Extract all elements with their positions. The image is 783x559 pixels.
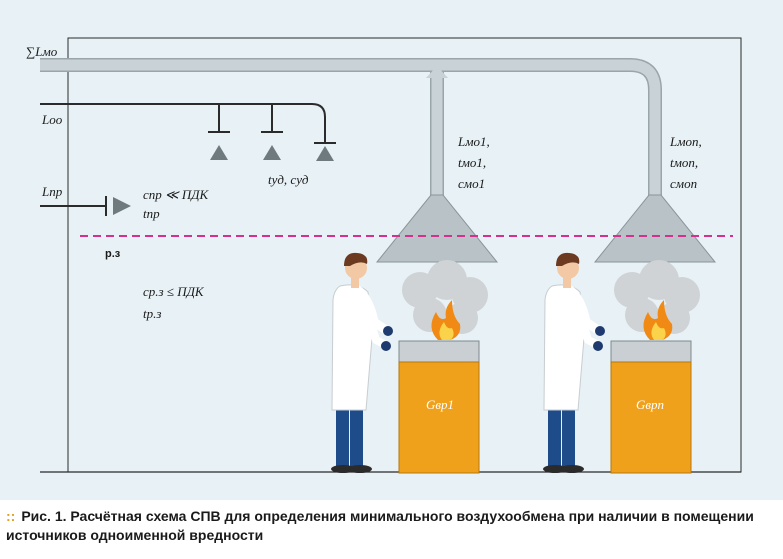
main-duct-outline xyxy=(40,58,662,195)
flame-icon xyxy=(643,300,673,340)
diffuser-3 xyxy=(316,146,334,161)
flame-icon xyxy=(431,300,461,340)
diffuser-2 xyxy=(263,145,281,160)
smoke-cloud-1 xyxy=(402,260,488,334)
caption-text: Расчётная схема СПВ для определения мини… xyxy=(6,508,754,543)
diffuser-1 xyxy=(210,145,228,160)
label-hood1-t: tмо1, xyxy=(458,155,486,170)
label-l-pr: Lпр xyxy=(41,184,63,199)
source-n-top xyxy=(610,340,692,363)
label-c-rz: cр.з ≤ ПДК xyxy=(143,284,205,299)
diagram-figure: ∑Lмо Lоо Lпр cпр ≪ ПДК tпр tуд, cуд р.з … xyxy=(0,0,783,500)
label-working-zone: р.з xyxy=(105,248,121,260)
general-supply-diffuser xyxy=(113,197,131,215)
label-t-ud-c-ud: tуд, cуд xyxy=(268,172,309,187)
hood-n xyxy=(593,194,717,263)
label-hoodn-t: tмоn, xyxy=(670,155,698,170)
main-duct xyxy=(40,59,661,195)
label-l-oo: Lоо xyxy=(41,112,63,127)
label-hoodn-c: cмоn xyxy=(670,176,697,191)
lab-worker-1 xyxy=(331,252,393,473)
caption-bullet-icon: :: xyxy=(6,508,16,524)
label-source-1: Gвр1 xyxy=(426,397,454,412)
figure-caption: ::Рис. 1. Расчётная схема СПВ для опреде… xyxy=(6,507,778,545)
source-n-box xyxy=(610,361,692,474)
label-sum-lmo: ∑Lмо xyxy=(26,44,58,59)
label-c-pr: cпр ≪ ПДК xyxy=(143,187,210,202)
smoke-cloud-n xyxy=(614,260,700,334)
label-hood1-c: cмо1 xyxy=(458,176,485,191)
duct-junction xyxy=(426,66,448,78)
local-supply-duct xyxy=(40,103,326,143)
label-hood1-l: Lмо1, xyxy=(457,134,490,149)
label-hoodn-l: Lмоn, xyxy=(669,134,702,149)
hood-1 xyxy=(375,194,499,263)
label-source-n: Gврn xyxy=(636,397,664,412)
caption-figure-number: Рис. 1. xyxy=(21,508,67,524)
lab-worker-n xyxy=(543,252,605,473)
ventilation-scheme: ∑Lмо Lоо Lпр cпр ≪ ПДК tпр tуд, cуд р.з … xyxy=(26,37,742,474)
label-t-rz: tр.з xyxy=(143,306,161,321)
source-1-box xyxy=(398,361,480,474)
source-1-top xyxy=(398,340,480,363)
label-t-pr: tпр xyxy=(143,206,160,221)
